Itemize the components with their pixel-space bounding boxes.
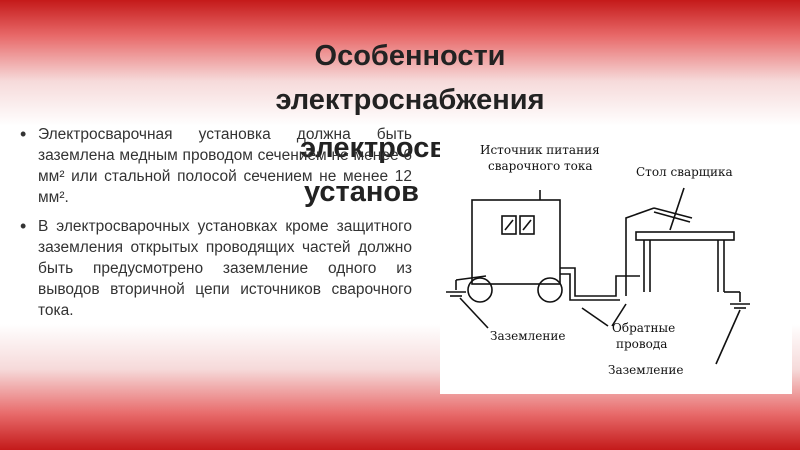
welder-table-top xyxy=(635,231,735,241)
title-line-2: электроснабжения xyxy=(275,84,545,116)
welding-grounding-diagram: Источник питания сварочного тока Стол св… xyxy=(440,128,792,394)
label-return-wires-line-2: провода xyxy=(616,337,667,351)
bullet-item-grounding: Электросварочная установка должна быть з… xyxy=(20,124,412,208)
label-return-wires-line-1: Обратные xyxy=(612,321,675,335)
title-line-1: Особенности xyxy=(314,40,506,72)
bullet-list: Электросварочная установка должна быть з… xyxy=(20,124,412,329)
label-source-line-1: Источник питания xyxy=(480,143,600,157)
label-source-line-2: сварочного тока xyxy=(488,159,593,173)
meter-left-icon xyxy=(501,215,517,235)
wheel-left-icon xyxy=(467,277,493,303)
label-welder-table: Стол сварщика xyxy=(636,165,733,179)
power-source-box xyxy=(471,199,561,285)
label-ground-left: Заземление xyxy=(490,329,565,343)
bullet-item-secondary-circuit: В электросварочных установках кроме защи… xyxy=(20,216,412,321)
wheel-right-icon xyxy=(537,277,563,303)
meter-right-icon xyxy=(519,215,535,235)
label-ground-right: Заземление xyxy=(608,363,683,377)
slide-title: Особенности электроснабжения xyxy=(230,34,590,122)
